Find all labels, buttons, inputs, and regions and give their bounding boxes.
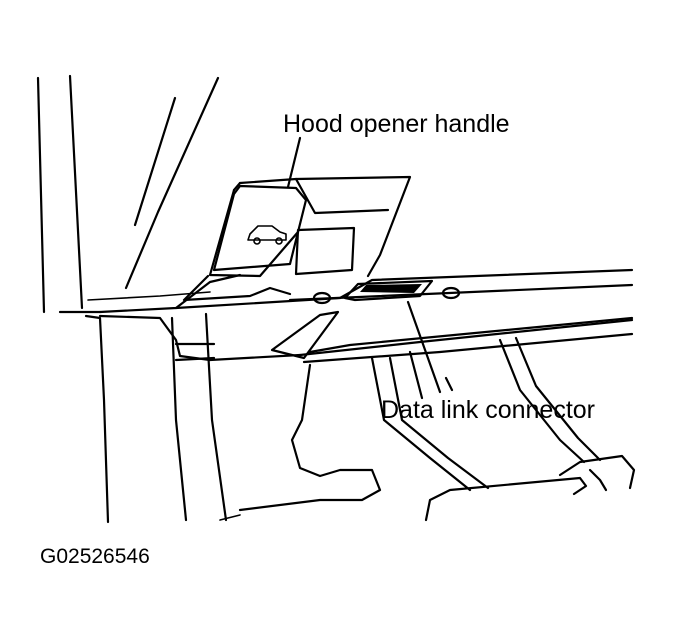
lower-trim — [270, 310, 634, 364]
hood-leader-line — [286, 136, 302, 189]
hood-opener-handle — [212, 184, 308, 272]
hood-opener-bracket — [182, 175, 412, 302]
data-link-leader-line — [406, 300, 442, 394]
data-link-connector-label: Data link connector — [381, 396, 596, 424]
figure-id: G02526546 — [40, 545, 150, 568]
a-pillar — [36, 74, 211, 524]
pedal-linkage — [370, 336, 602, 492]
data-link-connector — [343, 279, 434, 302]
hood-opener-handle-label: Hood opener handle — [283, 110, 510, 138]
column-support — [170, 312, 241, 522]
panel-bolts — [312, 286, 461, 305]
floor-mats — [238, 363, 636, 522]
windshield-edge — [124, 76, 220, 290]
